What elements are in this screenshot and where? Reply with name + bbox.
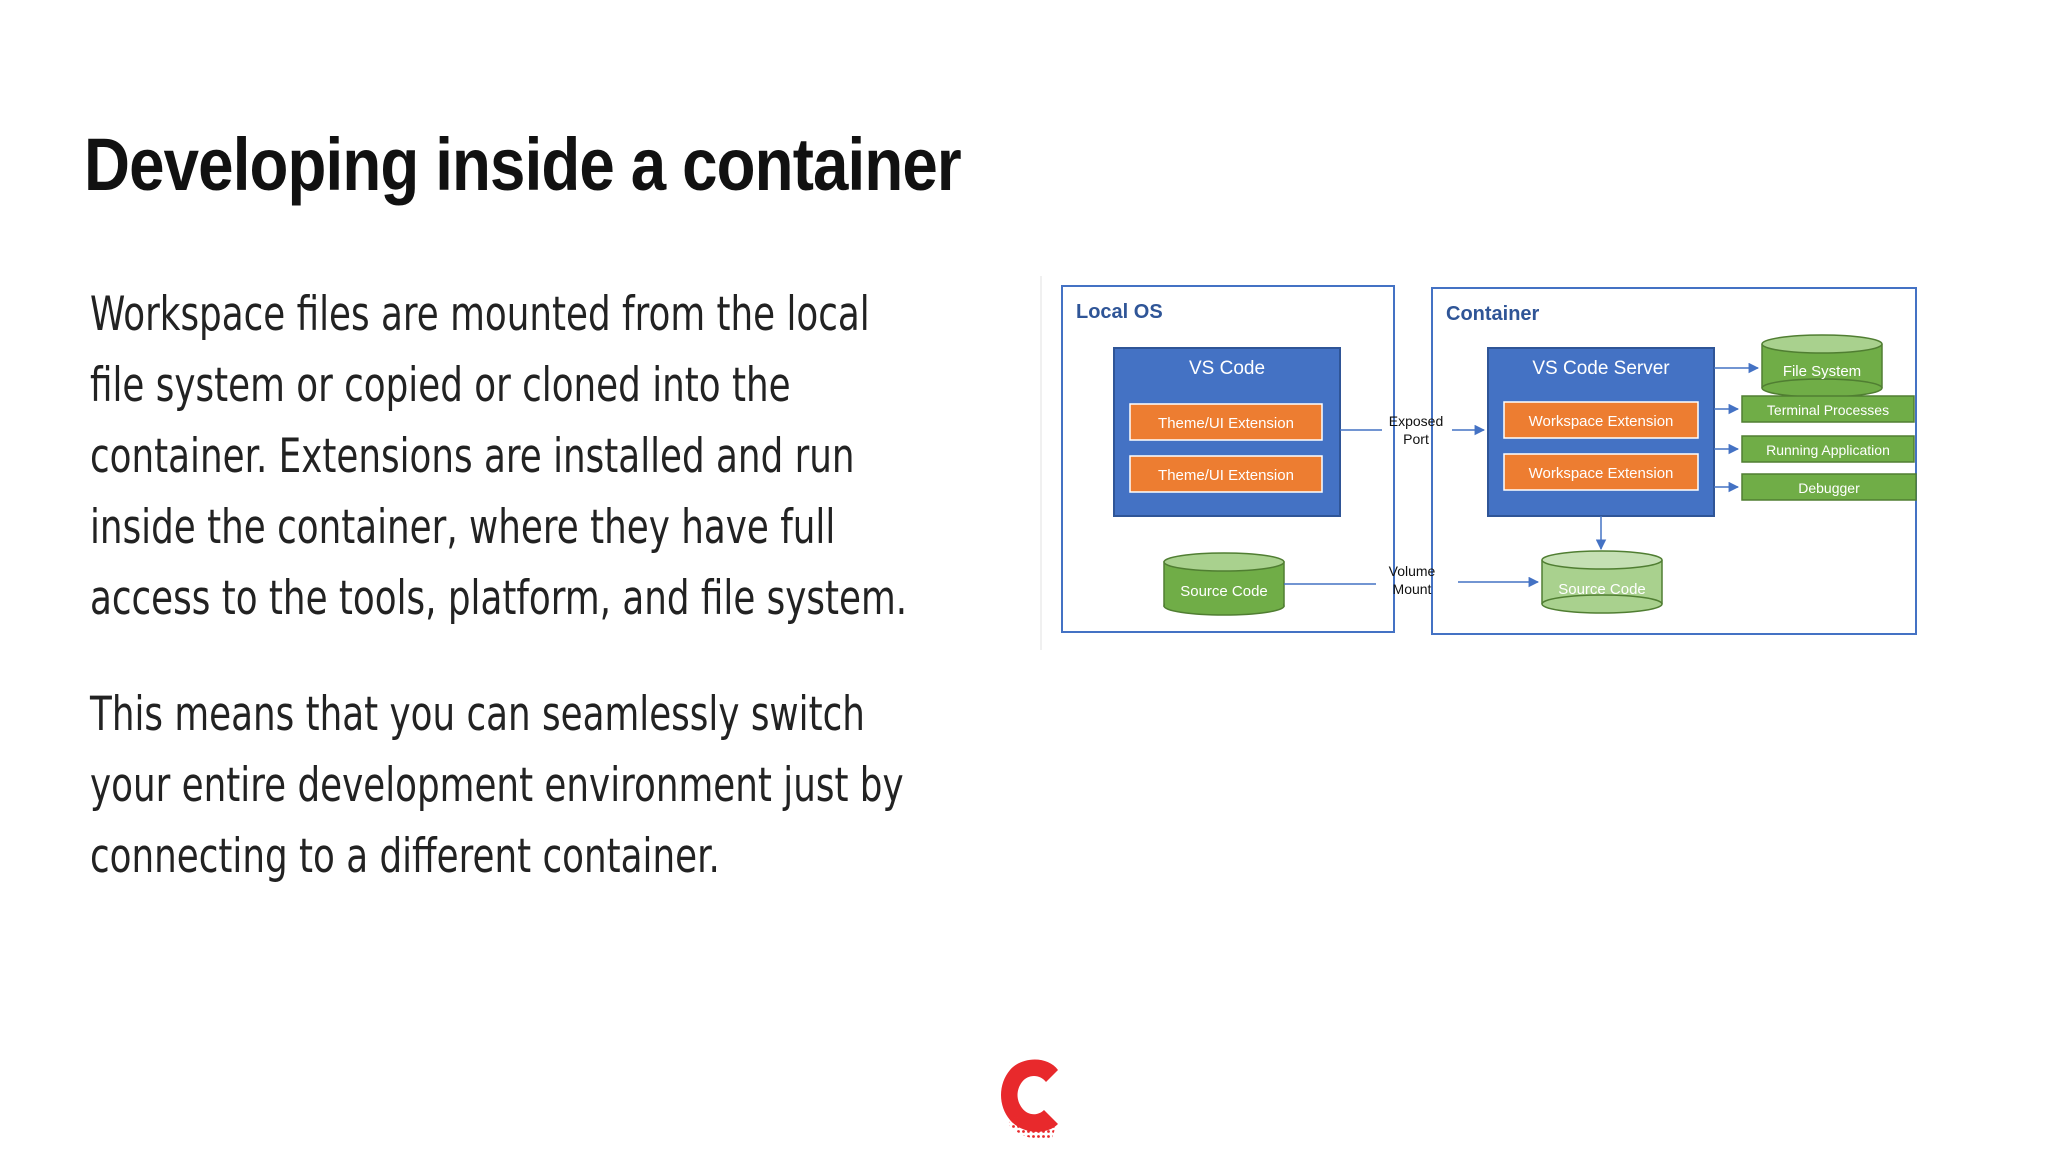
volume-mount-label-2: Mount [1393, 581, 1432, 597]
architecture-diagram: Local OS VS Code Theme/UI Extension Them… [1061, 285, 1917, 635]
terminal-processes-label: Terminal Processes [1767, 402, 1889, 418]
local-source-code-label: Source Code [1180, 583, 1268, 600]
container-source-code-label: Source Code [1558, 581, 1646, 598]
process-boxes: Terminal Processes Running Application D… [1741, 395, 1917, 501]
diagram-edge-line [1040, 276, 1042, 650]
file-system-cylinder: File System [1761, 334, 1883, 398]
theme-extension-2: Theme/UI Extension [1158, 467, 1294, 484]
exposed-port-label-2: Port [1403, 431, 1429, 447]
body-paragraph-2: This means that you can seamlessly switc… [90, 687, 904, 884]
running-application-label: Running Application [1766, 442, 1890, 458]
theme-extension-1: Theme/UI Extension [1158, 415, 1294, 432]
connectors [1284, 362, 1760, 588]
file-system-label: File System [1783, 363, 1861, 380]
body-paragraph-1: Workspace files are mounted from the loc… [90, 287, 908, 626]
volume-mount-label-1: Volume [1389, 563, 1436, 579]
container-source-code-cylinder: Source Code [1541, 550, 1663, 614]
vscode-server-box: VS Code Server Workspace Extension Works… [1487, 347, 1715, 517]
debugger-label: Debugger [1798, 480, 1860, 496]
workspace-extension-2: Workspace Extension [1529, 465, 1674, 482]
local-source-code-cylinder: Source Code [1163, 552, 1285, 616]
c-logo-icon [1001, 1059, 1058, 1140]
link-labels: Exposed Port Volume Mount [1389, 413, 1444, 597]
workspace-extension-1: Workspace Extension [1529, 413, 1674, 430]
vscode-server-label: VS Code Server [1532, 358, 1670, 379]
vscode-box: VS Code Theme/UI Extension Theme/UI Exte… [1113, 347, 1341, 517]
vscode-label: VS Code [1189, 358, 1265, 379]
exposed-port-label-1: Exposed [1389, 413, 1443, 429]
slide-title: Developing inside a container [84, 123, 962, 206]
local-os-label: Local OS [1076, 301, 1163, 323]
container-label: Container [1446, 303, 1540, 325]
